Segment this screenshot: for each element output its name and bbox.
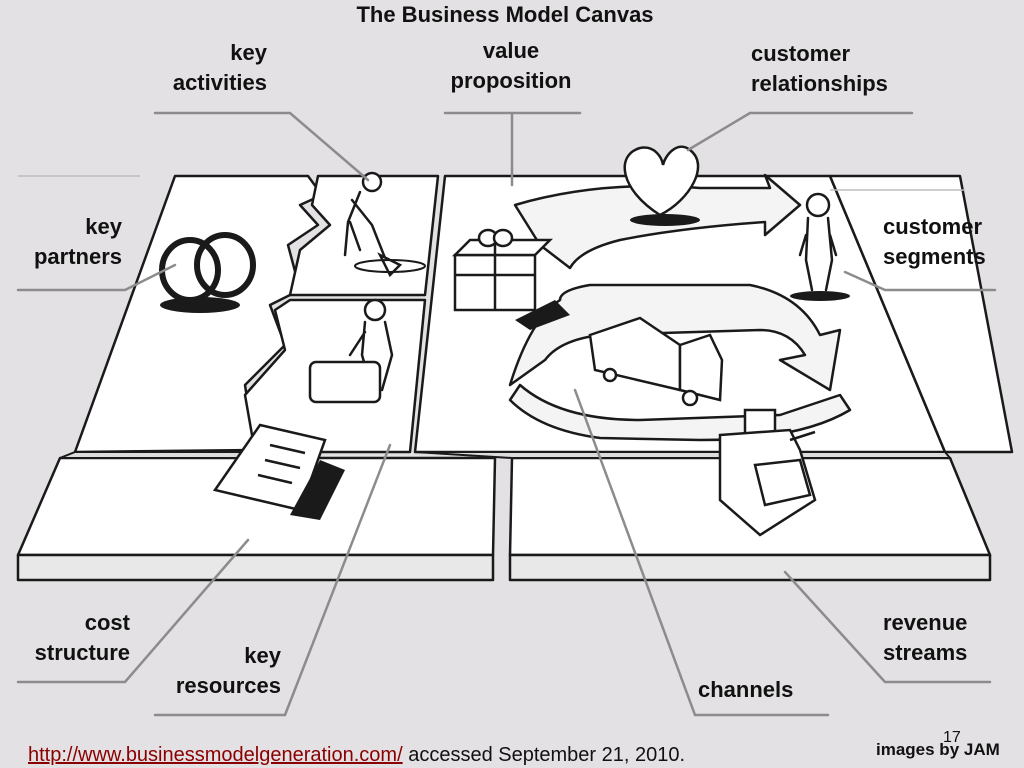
gift-box-icon: [451, 228, 554, 312]
label-customer-segments: customer segments: [883, 214, 986, 269]
label-channels: channels: [698, 677, 794, 702]
customer-segments-board: [828, 174, 1014, 454]
page-number: 17: [943, 729, 961, 746]
label-value-proposition: value proposition: [450, 38, 572, 93]
label-key-resources: key resources: [175, 643, 281, 698]
heart-icon: [623, 145, 700, 217]
leader-lines: [16, 111, 997, 717]
label-customer-relationships: customer relationships: [751, 41, 888, 96]
source-link[interactable]: http://www.businessmodelgeneration.com/: [28, 744, 403, 766]
image-credit: images by JAM: [876, 740, 1000, 759]
label-cost-structure: cost structure: [34, 610, 130, 665]
page-title: The Business Model Canvas: [356, 2, 654, 27]
accessed-date: accessed September 21, 2010.: [402, 744, 686, 766]
label-revenue-streams: revenue streams: [883, 610, 968, 665]
truck-icon: [588, 316, 724, 407]
label-key-partners: key partners: [33, 214, 122, 269]
source-footer: http://www.businessmodelgeneration.com/ …: [28, 744, 685, 767]
label-key-activities: key activities: [172, 40, 267, 95]
customer-person-icon: [798, 192, 838, 292]
person-with-crate-icon: [308, 298, 394, 404]
cash-register-icon: [718, 408, 817, 537]
